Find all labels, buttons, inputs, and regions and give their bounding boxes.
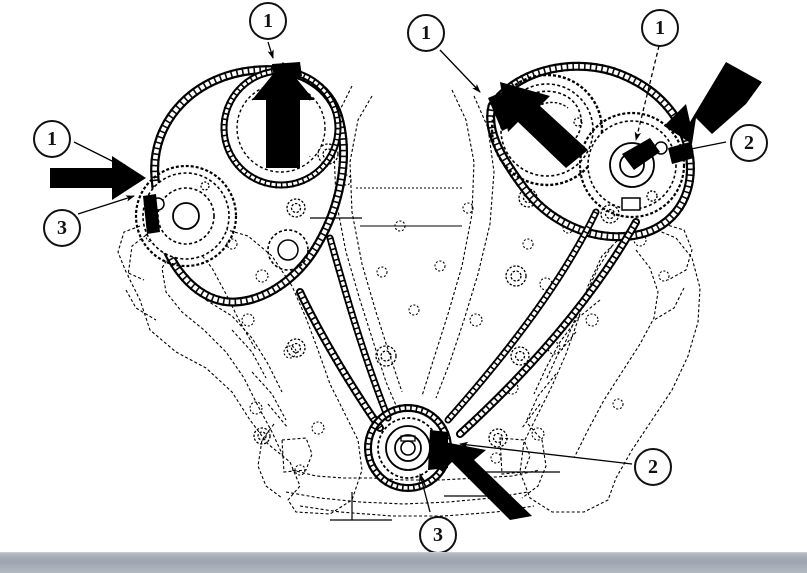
callout-label: 1 — [263, 10, 273, 32]
leader-callout-2-right — [675, 141, 727, 154]
callout-label: 2 — [648, 456, 658, 478]
callout-label: 3 — [433, 524, 443, 546]
right-timing-chain — [486, 61, 695, 242]
callout-label: 1 — [47, 128, 57, 150]
left-chain-lower-run — [296, 288, 384, 432]
callout-label: 1 — [421, 22, 431, 44]
leader-callout-3-left — [77, 195, 135, 215]
right-chain-inner-run — [444, 208, 600, 424]
block-reference-lines — [310, 217, 560, 521]
leader-callout-1-top — [267, 41, 274, 59]
leader-callout-2-bottom — [459, 441, 633, 465]
callout-label: 3 — [57, 217, 67, 239]
bold-arrow-left-cam-up — [252, 62, 314, 168]
left-chain-inner-run — [326, 234, 392, 422]
callout-bubble-3-left: 3 — [43, 209, 81, 247]
leader-callout-3-bottom — [418, 473, 431, 513]
svg-text:·: · — [308, 151, 312, 163]
leader-callout-1-left — [73, 141, 131, 171]
callout-bubble-1-mid: 1 — [407, 14, 445, 52]
callout-bubble-1-top: 1 — [249, 2, 287, 40]
left-timing-chain — [150, 65, 348, 307]
leader-lines — [73, 41, 727, 513]
crankshaft-sprocket — [364, 404, 452, 492]
callout-bubble-3-bottom: 3 — [419, 516, 457, 554]
timing-chain-diagram: · — [50, 41, 762, 521]
timing-chain-figure: · — [50, 41, 762, 521]
bottom-chrome-bar — [0, 552, 807, 573]
bold-arrow-bottom — [434, 440, 532, 520]
bold-arrow-top-right — [664, 62, 762, 144]
right-chain-lower-run — [456, 218, 640, 438]
callout-bubble-2-bottom: 2 — [634, 448, 672, 486]
left-lower-guide-sprocket — [267, 229, 309, 271]
callout-bubble-2-right: 2 — [730, 124, 768, 162]
callout-bubble-1-left: 1 — [33, 120, 71, 158]
leader-callout-1-right — [634, 45, 660, 141]
engine-block-outline — [117, 85, 701, 517]
callout-bubble-1-upper-right: 1 — [641, 9, 679, 47]
callout-label: 1 — [655, 17, 665, 39]
left-idler-sprocket — [134, 164, 238, 268]
bold-arrow-right-cam — [500, 82, 588, 168]
leader-callout-1-mid — [439, 49, 481, 93]
callout-label: 2 — [744, 132, 754, 154]
